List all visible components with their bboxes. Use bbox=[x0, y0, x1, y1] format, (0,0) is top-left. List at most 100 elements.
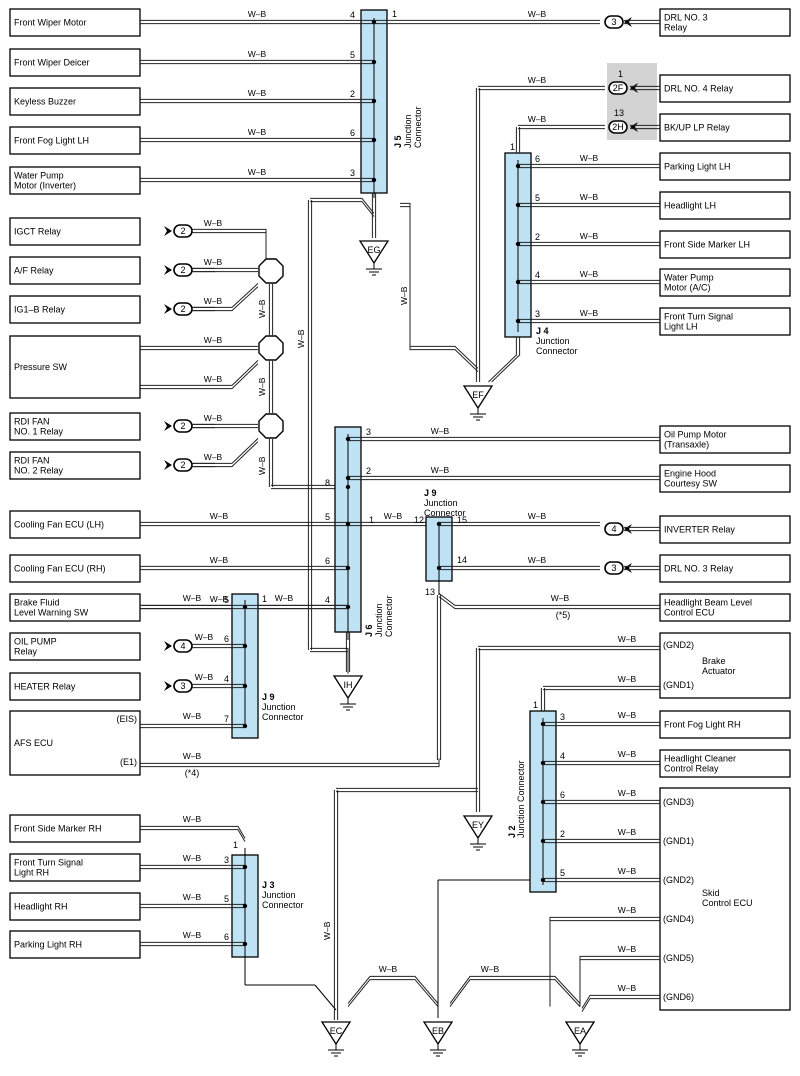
label-line: W–B bbox=[248, 49, 267, 59]
component-label: Front Fog Light LH bbox=[14, 136, 89, 146]
wire bbox=[140, 604, 245, 610]
label-line: J 6 bbox=[364, 624, 374, 637]
wire-J5-drl3 bbox=[374, 19, 600, 25]
wire bbox=[333, 790, 339, 1020]
wire-color-label: W–B bbox=[183, 593, 202, 603]
label-line: W–B bbox=[183, 711, 202, 721]
wire bbox=[192, 683, 245, 689]
label-line: 12 bbox=[414, 515, 424, 525]
label-line: Front Wiper Motor bbox=[14, 18, 87, 28]
wire-strand bbox=[215, 228, 267, 257]
wire-color-label: W–B bbox=[183, 814, 202, 824]
wire-strand bbox=[310, 651, 349, 674]
label-line: 4 bbox=[535, 270, 540, 280]
wire-color-label: W–B bbox=[618, 905, 637, 915]
wire-color-label: W–B bbox=[379, 964, 398, 974]
label-line: W–B bbox=[183, 892, 202, 902]
wire-strand bbox=[579, 959, 660, 1007]
wire-color-label: W–B bbox=[204, 335, 223, 345]
vlabel-text: W–B bbox=[257, 377, 267, 396]
label-line: W–B bbox=[528, 9, 547, 19]
label-line: 7 bbox=[224, 714, 229, 724]
connector-arrow bbox=[164, 421, 172, 431]
wire-color-label: W–B bbox=[210, 555, 229, 565]
label-line: 13 bbox=[425, 587, 435, 597]
label-line: Junction bbox=[536, 336, 570, 346]
label-line: W–B bbox=[431, 426, 450, 436]
wire-color-label: W–B bbox=[481, 964, 500, 974]
wire bbox=[268, 361, 274, 413]
wire-color-label: W–B bbox=[296, 329, 306, 348]
wire bbox=[478, 645, 660, 651]
label-line: W–B bbox=[580, 308, 599, 318]
label-line: W–B bbox=[210, 555, 229, 565]
label-line: W–B bbox=[580, 153, 599, 163]
wire bbox=[140, 903, 245, 909]
label-line: 6 bbox=[224, 932, 229, 942]
component-rb3 bbox=[659, 113, 791, 142]
label-line: Front Fog Light RH bbox=[664, 720, 741, 730]
ground-IH: IH bbox=[332, 675, 364, 711]
pin-number: 6 bbox=[224, 634, 229, 644]
pin-number: 5 bbox=[224, 595, 229, 605]
label-line: W–B bbox=[528, 555, 547, 565]
label-line: J 3 bbox=[262, 880, 275, 890]
wire-color-label: W–B bbox=[183, 930, 202, 940]
pin-number: 5 bbox=[535, 193, 540, 203]
vlabel-text: W–B bbox=[257, 299, 267, 318]
vlabel-text: J 2 bbox=[507, 825, 517, 838]
pin-number: 1 bbox=[533, 700, 538, 710]
label-line: W–B bbox=[528, 114, 547, 124]
connector-pill: 2F bbox=[608, 81, 628, 95]
wire bbox=[515, 127, 521, 153]
component-label: Cooling Fan ECU (LH) bbox=[14, 520, 104, 530]
wire-to-J6 bbox=[140, 521, 348, 527]
label-line: BK/UP LP Relay bbox=[664, 123, 730, 133]
wire bbox=[336, 787, 478, 793]
label-line: Junction Connector bbox=[516, 760, 526, 838]
label-line: Cooling Fan ECU (RH) bbox=[14, 564, 106, 574]
label-line: (GND2) bbox=[663, 875, 694, 885]
wire-color-label: W–B bbox=[580, 269, 599, 279]
component-label: Pressure SW bbox=[14, 362, 68, 372]
wire-EG-IH bbox=[307, 200, 313, 650]
label-line: (*5) bbox=[556, 610, 571, 620]
junction-name: J 6 bbox=[364, 624, 374, 637]
ground-EF: EF bbox=[462, 385, 494, 421]
label-line: J 5 bbox=[393, 135, 403, 148]
pin-number: 1 bbox=[392, 9, 397, 19]
wire-2H-J4 bbox=[518, 124, 605, 130]
wire bbox=[192, 643, 245, 649]
splice-dot bbox=[242, 864, 248, 870]
wire-color-label: W–B bbox=[204, 257, 223, 267]
label-line: Actuator bbox=[702, 666, 736, 676]
wire-strand bbox=[192, 283, 259, 308]
component-label: Front Side Marker LH bbox=[664, 240, 750, 250]
splice-dot bbox=[345, 436, 351, 442]
ground-label: EF bbox=[472, 390, 484, 400]
component-rb14 bbox=[659, 710, 791, 739]
wire-color-label: W–B bbox=[195, 632, 214, 642]
label-line: W–B bbox=[618, 866, 637, 876]
label-line: 4 bbox=[325, 595, 330, 605]
connector-pill: 3 bbox=[604, 561, 624, 575]
wire-strand bbox=[400, 202, 479, 369]
vlabel-text: JunctionConnector bbox=[403, 106, 423, 148]
pin-label: (EIS) bbox=[116, 714, 137, 724]
connector-number: 4 bbox=[180, 641, 185, 651]
label-line: 5 bbox=[560, 868, 565, 878]
label-line: W–B bbox=[296, 329, 306, 348]
connector-body bbox=[608, 120, 628, 134]
component-rb10 bbox=[659, 464, 791, 493]
label-line: W–B bbox=[183, 593, 202, 603]
splice-dot bbox=[345, 484, 351, 490]
connector-pill: 4 bbox=[173, 639, 193, 653]
component-rb1 bbox=[659, 8, 791, 37]
vlabel-text: Junction Connector bbox=[516, 760, 526, 838]
junction-name: J 2 bbox=[507, 825, 517, 838]
label-line: AFS ECU bbox=[14, 738, 53, 748]
component-label: Headlight RH bbox=[14, 902, 68, 912]
wire bbox=[140, 345, 258, 351]
pin-number: 5 bbox=[560, 868, 565, 878]
